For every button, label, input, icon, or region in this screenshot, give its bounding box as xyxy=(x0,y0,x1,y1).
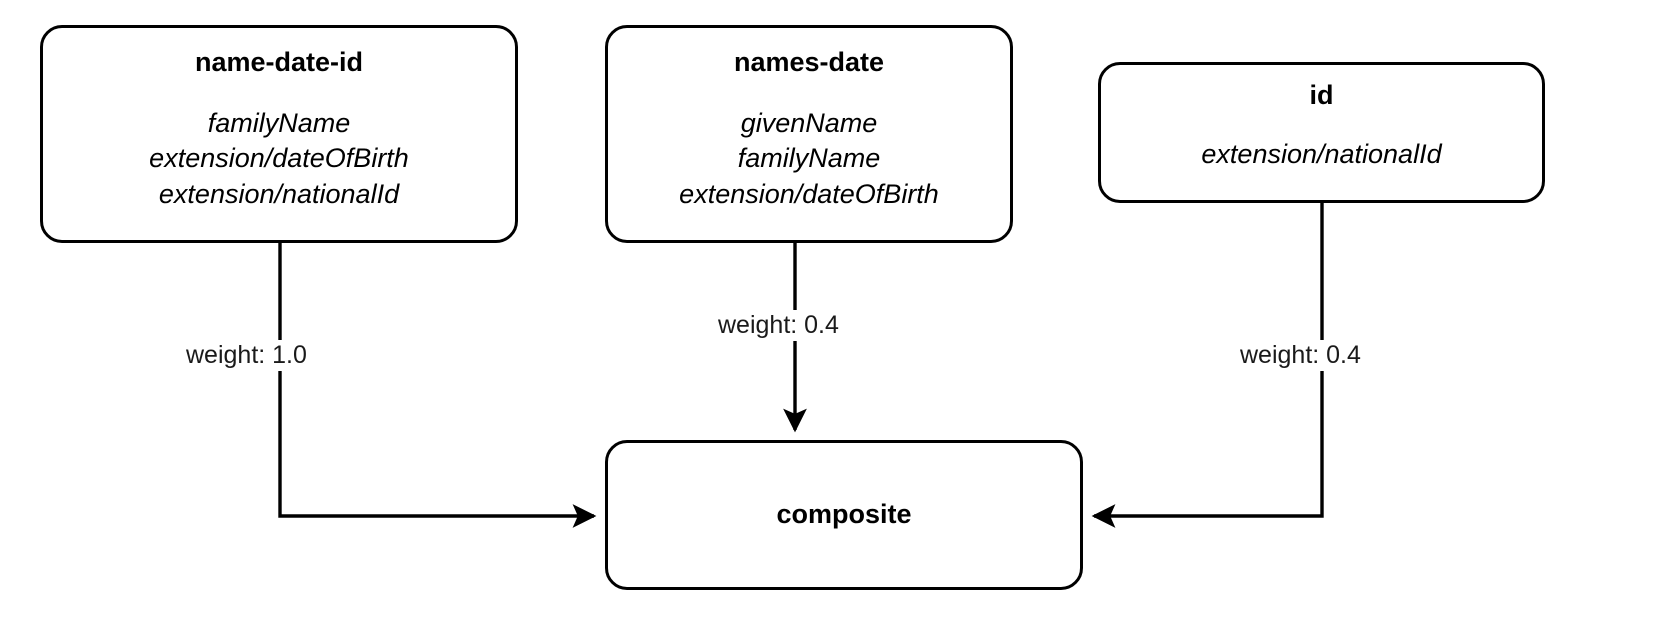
edge-label-weight-names-date: weight: 0.4 xyxy=(712,310,845,341)
node-attribute: extension/dateOfBirth xyxy=(149,143,409,174)
edge-label-weight-name-date-id: weight: 1.0 xyxy=(180,340,313,371)
node-name-date-id[interactable]: name-date-id familyName extension/dateOf… xyxy=(40,25,518,243)
node-attribute: extension/dateOfBirth xyxy=(679,178,939,209)
node-title-name-date-id: name-date-id xyxy=(194,47,364,77)
node-id[interactable]: id extension/nationalId xyxy=(1098,62,1545,203)
node-attribute: extension/nationalId xyxy=(1201,138,1442,169)
node-attribute: familyName xyxy=(737,143,881,174)
node-attribute: extension/nationalId xyxy=(158,178,400,209)
node-attribute: familyName xyxy=(207,107,351,138)
node-names-date[interactable]: names-date givenName familyName extensio… xyxy=(605,25,1013,243)
node-attributes-id: extension/nationalId xyxy=(1201,137,1441,173)
edge-label-weight-id: weight: 0.4 xyxy=(1234,340,1367,371)
node-attribute: givenName xyxy=(740,107,878,138)
node-attributes-name-date-id: familyName extension/dateOfBirth extensi… xyxy=(149,106,409,213)
node-composite[interactable]: composite xyxy=(605,440,1083,590)
node-title-names-date: names-date xyxy=(733,47,885,77)
edge-name-date-id-to-composite xyxy=(278,243,597,528)
node-attributes-names-date: givenName familyName extension/dateOfBir… xyxy=(679,106,939,213)
node-title-composite: composite xyxy=(776,499,912,530)
node-title-id: id xyxy=(1309,80,1334,110)
